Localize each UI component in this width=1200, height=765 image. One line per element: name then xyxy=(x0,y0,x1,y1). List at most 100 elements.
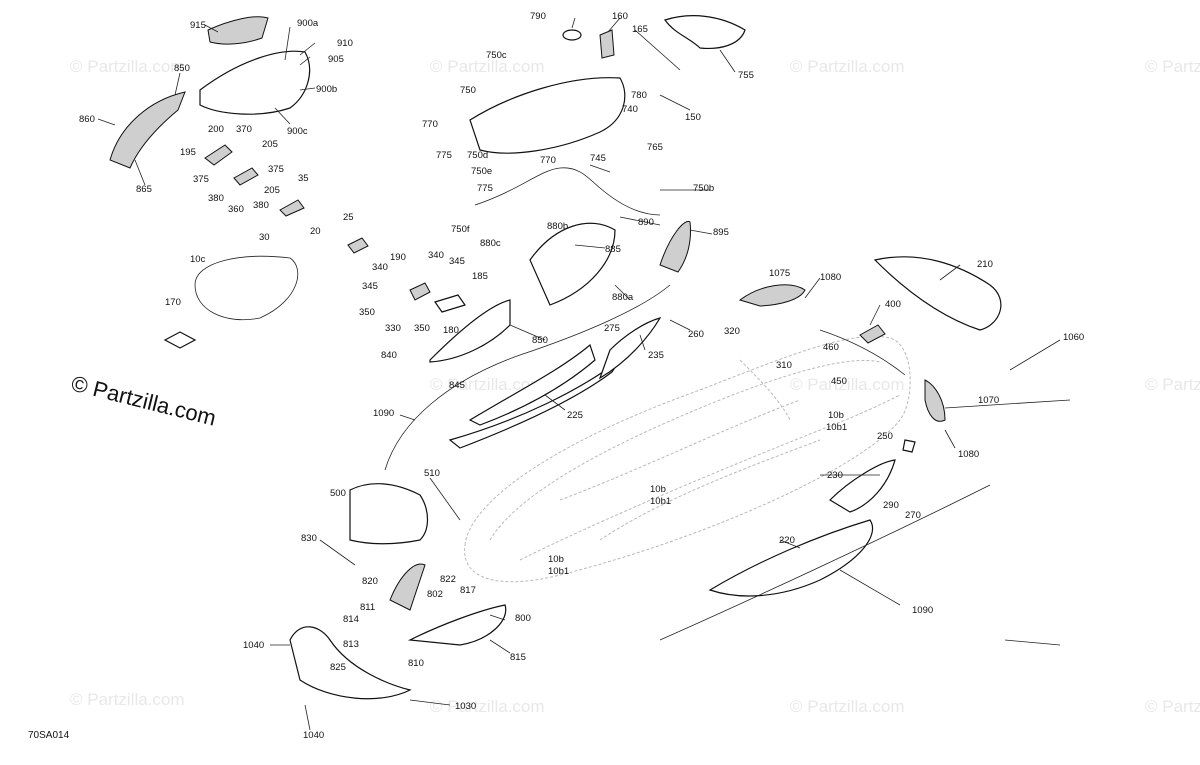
diagram-code: 70SA014 xyxy=(28,730,70,741)
watermark: © Partzilla.com xyxy=(1145,375,1200,394)
callout: 1080 xyxy=(820,272,841,283)
callout: 1060 xyxy=(1063,332,1084,343)
callout: 885 xyxy=(605,244,621,255)
cap-790 xyxy=(562,29,582,41)
seal-750b xyxy=(474,167,661,216)
callout: 370 xyxy=(236,124,252,135)
callout: 400 xyxy=(885,299,901,310)
callout: 10b1 xyxy=(650,496,671,507)
callout: 1075 xyxy=(769,268,790,279)
panel-820 xyxy=(389,563,426,611)
callout: 815 xyxy=(510,652,526,663)
callout: 205 xyxy=(262,139,278,150)
callout: 225 xyxy=(567,410,583,421)
callout: 350 xyxy=(414,323,430,334)
callout: 840 xyxy=(381,350,397,361)
callout: 275 xyxy=(604,323,620,334)
callout: 775 xyxy=(436,150,452,161)
callout: 270 xyxy=(905,510,921,521)
callout: 850 xyxy=(174,63,190,74)
callout: 310 xyxy=(776,360,792,371)
callout: 290 xyxy=(883,500,899,511)
callout: 1080 xyxy=(958,449,979,460)
callout: 180 xyxy=(443,325,459,336)
callout: 740 xyxy=(622,104,638,115)
callout: 235 xyxy=(648,350,664,361)
callout: 195 xyxy=(180,147,196,158)
callout: 800 xyxy=(515,613,531,624)
callout: 1090 xyxy=(912,605,933,616)
callout: 755 xyxy=(738,70,754,81)
callout: 825 xyxy=(330,662,346,673)
callout: 765 xyxy=(647,142,663,153)
callout: 750c xyxy=(486,50,507,61)
callout: 750f xyxy=(451,224,470,235)
callout: 775 xyxy=(477,183,493,194)
bracket-350 xyxy=(434,294,466,313)
callout: 890 xyxy=(638,217,654,228)
callout: 220 xyxy=(779,535,795,546)
callout: 10b xyxy=(650,484,666,495)
callout: 205 xyxy=(264,185,280,196)
callout: 330 xyxy=(385,323,401,334)
trim-235 xyxy=(598,317,662,380)
callout: 375 xyxy=(268,164,284,175)
rail-1090b xyxy=(659,484,991,641)
callout: 810 xyxy=(408,658,424,669)
plate-170 xyxy=(163,331,197,349)
callout: 745 xyxy=(590,153,606,164)
watermark: © Partzilla.com xyxy=(790,375,905,394)
callout: 905 xyxy=(328,54,344,65)
bracket-160 xyxy=(599,29,615,59)
callout: 770 xyxy=(422,119,438,130)
callout: 895 xyxy=(713,227,729,238)
bracket-345 xyxy=(409,282,431,301)
cover-915 xyxy=(207,16,269,45)
watermarks: © Partzilla.com © Partzilla.com © Partzi… xyxy=(70,57,1200,716)
panel-880a xyxy=(529,222,616,306)
callout: 900b xyxy=(316,84,337,95)
callout: 10b xyxy=(828,410,844,421)
callout: 190 xyxy=(390,252,406,263)
callout: 830 xyxy=(301,533,317,544)
watermark: © Partzilla.com xyxy=(790,697,905,716)
parts xyxy=(109,15,1002,700)
callout: 750b xyxy=(693,183,714,194)
callout: 10b1 xyxy=(826,422,847,433)
bracket-195 xyxy=(204,144,233,166)
panel-500 xyxy=(349,483,429,545)
callout: 860 xyxy=(79,114,95,125)
callout: 750d xyxy=(467,150,488,161)
watermark: © Partzilla.com xyxy=(1145,697,1200,716)
callout: 500 xyxy=(330,488,346,499)
callout: 35 xyxy=(298,173,309,184)
callout: 260 xyxy=(688,329,704,340)
callout: 250 xyxy=(877,431,893,442)
callout: 30 xyxy=(259,232,270,243)
callout: 10b1 xyxy=(548,566,569,577)
hull-outline xyxy=(464,336,911,583)
callout: 450 xyxy=(831,376,847,387)
callout: 350 xyxy=(359,307,375,318)
callout: 150 xyxy=(685,112,701,123)
callout: 865 xyxy=(136,184,152,195)
callout: 820 xyxy=(362,576,378,587)
callout: 25 xyxy=(343,212,354,223)
callout: 880c xyxy=(480,238,501,249)
callout: 160 xyxy=(612,11,628,22)
deck-750 xyxy=(469,77,626,154)
callout: 750 xyxy=(460,85,476,96)
callout: 822 xyxy=(440,574,456,585)
clip-20 xyxy=(347,237,369,254)
mat-755 xyxy=(664,15,746,50)
callout: 200 xyxy=(208,124,224,135)
callout: 185 xyxy=(472,271,488,282)
callout: 880a xyxy=(612,292,634,303)
watermark: © Partzilla.com xyxy=(1145,57,1200,76)
rail-1090 xyxy=(384,284,671,471)
callout: 460 xyxy=(823,342,839,353)
callout: 790 xyxy=(530,11,546,22)
callout: 880b xyxy=(547,221,568,232)
rail-1060 xyxy=(819,329,906,376)
